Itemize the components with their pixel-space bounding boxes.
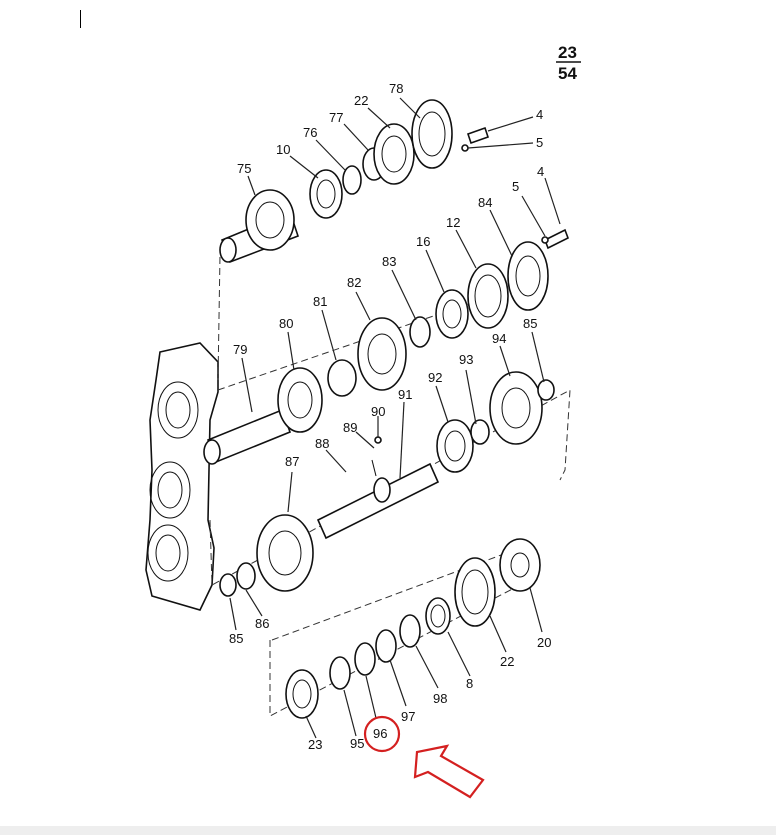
part-label-86: 86 xyxy=(255,616,269,631)
part-label-5: 5 xyxy=(536,135,543,150)
part-label-5: 5 xyxy=(512,179,519,194)
part-label-4: 4 xyxy=(537,164,544,179)
part-label-22: 22 xyxy=(500,654,514,669)
top-shaft-assembly xyxy=(219,99,490,264)
part-label-8: 8 xyxy=(466,676,473,691)
part-label-89: 89 xyxy=(343,420,357,435)
part-label-85: 85 xyxy=(229,631,243,646)
page-numerator: 23 xyxy=(558,43,577,62)
part-label-16: 16 xyxy=(416,234,430,249)
part-label-23: 23 xyxy=(308,737,322,752)
page-number-fraction: 23 54 xyxy=(556,43,581,83)
middle-shaft-assembly xyxy=(203,228,570,465)
part-label-88: 88 xyxy=(315,436,329,451)
part-label-91: 91 xyxy=(398,387,412,402)
lower-shaft-assembly xyxy=(219,371,555,597)
part-label-77: 77 xyxy=(329,110,343,125)
part-label-82: 82 xyxy=(347,275,361,290)
part-labels: 78 22 77 76 10 75 4 5 5 4 84 12 16 83 82… xyxy=(229,81,551,752)
text-cursor xyxy=(80,10,81,28)
part-label-98: 98 xyxy=(433,691,447,706)
part-label-83: 83 xyxy=(382,254,396,269)
highlight-circle xyxy=(363,715,401,753)
highlight-annotation xyxy=(363,715,485,799)
gearbox-housing xyxy=(145,342,219,611)
output-bearing-stack xyxy=(285,538,541,719)
bottom-scroll-strip xyxy=(0,826,776,835)
part-label-90: 90 xyxy=(371,404,385,419)
pointer-arrow-icon xyxy=(413,744,485,799)
part-label-94: 94 xyxy=(492,331,506,346)
part-label-78: 78 xyxy=(389,81,403,96)
part-label-97: 97 xyxy=(401,709,415,724)
part-label-12: 12 xyxy=(446,215,460,230)
part-label-92: 92 xyxy=(428,370,442,385)
part-label-84: 84 xyxy=(478,195,492,210)
part-label-85: 85 xyxy=(523,316,537,331)
part-label-93: 93 xyxy=(459,352,473,367)
part-label-20: 20 xyxy=(537,635,551,650)
part-label-4: 4 xyxy=(536,107,543,122)
leader-lines xyxy=(229,97,561,739)
part-label-79: 79 xyxy=(233,342,247,357)
part-label-95: 95 xyxy=(350,736,364,751)
part-label-75: 75 xyxy=(237,161,251,176)
page-denominator: 54 xyxy=(558,64,577,83)
part-label-87: 87 xyxy=(285,454,299,469)
part-label-76: 76 xyxy=(303,125,317,140)
part-label-10: 10 xyxy=(276,142,290,157)
part-label-80: 80 xyxy=(279,316,293,331)
part-label-81: 81 xyxy=(313,294,327,309)
part-label-22: 22 xyxy=(354,93,368,108)
part-label-96: 96 xyxy=(373,726,387,741)
